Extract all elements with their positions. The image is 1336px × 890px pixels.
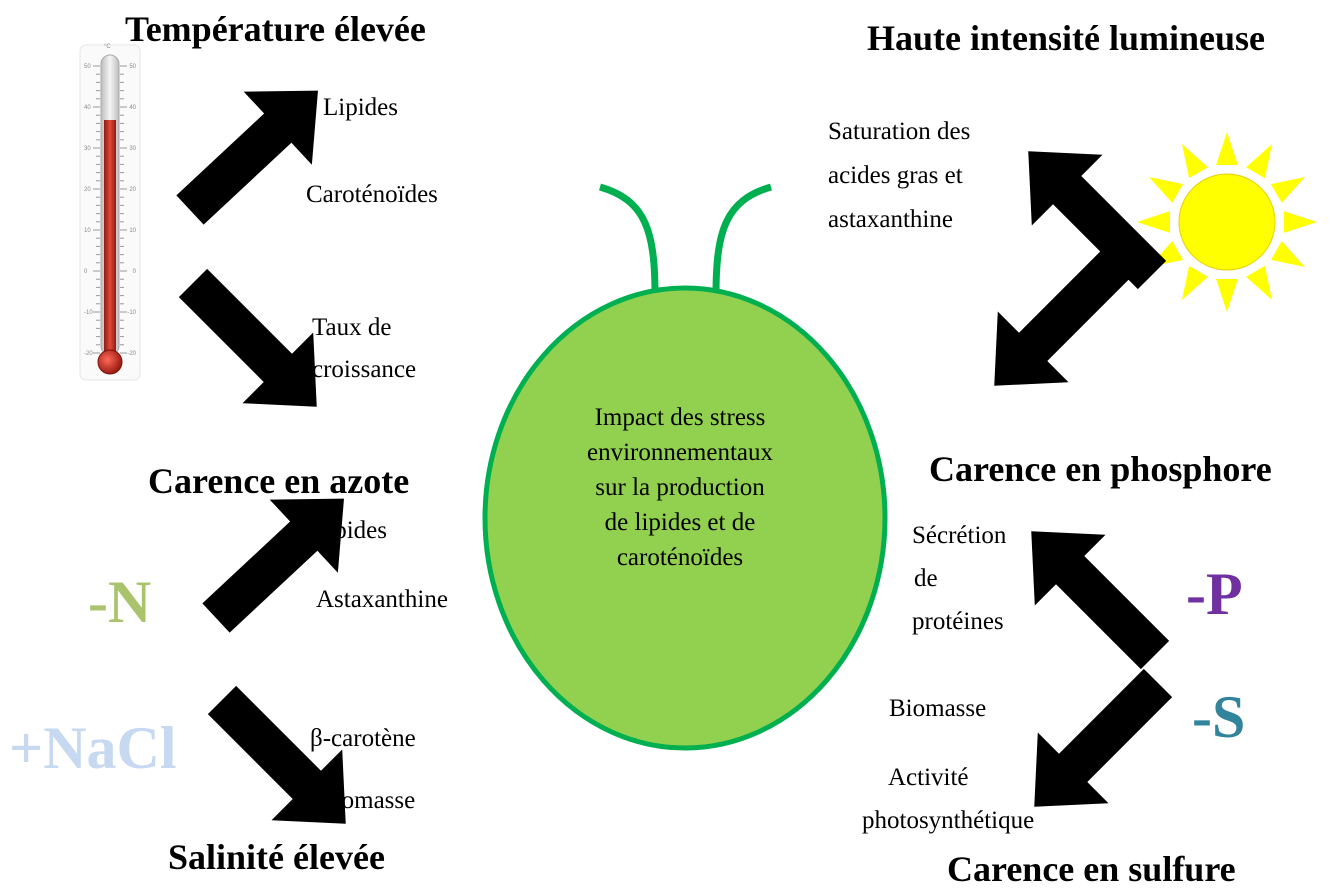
sulfur-title: Carence en sulfure	[947, 849, 1236, 889]
arrow-up-right-nitrogen	[202, 498, 344, 633]
nitrogen-title: Carence en azote	[148, 461, 410, 501]
center-line: caroténoïdes	[616, 544, 744, 571]
thermometer-tick-label: -20	[84, 351, 93, 357]
arrow-down-left-sulfur	[1034, 668, 1173, 807]
sulfur-down-line2: photosynthétique	[862, 807, 1035, 834]
thermometer-tick-label: 20	[129, 187, 136, 193]
temperature-down-line2: croissance	[312, 356, 417, 383]
flagellum-right	[712, 183, 773, 296]
nitrogen-up-astaxanthine: Astaxanthine	[316, 586, 448, 613]
arrow-up-left-phosphorus	[1031, 531, 1170, 670]
sun-disc	[1178, 173, 1276, 271]
phosphorus-title: Carence en phosphore	[929, 449, 1272, 489]
thermometer-tick-label: 30	[129, 146, 136, 152]
arrow-down-left-light	[994, 247, 1133, 386]
phosphorus-symbol: -P	[1186, 561, 1243, 627]
sulfur-down-biomasse: Biomasse	[889, 695, 987, 722]
thermometer-tick-label: 50	[84, 64, 91, 70]
phosphorus-up-line1: Sécrétion	[912, 522, 1007, 549]
sun-ray	[1270, 177, 1305, 203]
sun-ray	[1137, 211, 1171, 233]
thermometer-tick-label: 10	[84, 228, 91, 234]
light-up-line3: astaxanthine	[828, 206, 953, 233]
salinity-title: Salinité élevée	[168, 837, 385, 877]
phosphorus-up-line3: protéines	[912, 608, 1004, 635]
thermometer-tick-label: 50	[129, 64, 136, 70]
thermometer-unit: °C	[104, 44, 111, 50]
sun-icon	[1137, 132, 1317, 312]
salinity-down-betacarotene: β-carotène	[310, 725, 416, 752]
light-title: Haute intensité lumineuse	[867, 18, 1266, 58]
center-title: Impact des stress environnementaux sur l…	[540, 400, 820, 575]
center-line: Impact des stress	[594, 404, 766, 431]
center-line: de lipides et de	[604, 509, 756, 536]
sun-ray	[1216, 278, 1238, 312]
thermometer-tick-label: 30	[84, 146, 91, 152]
thermometer-tick-label: 10	[129, 228, 136, 234]
sun-ray	[1270, 241, 1305, 267]
temperature-up-lipides: Lipides	[323, 94, 398, 121]
thermometer-tick-label: -20	[127, 351, 136, 357]
arrow-up-right-temperature	[176, 90, 318, 225]
center-line: sur la production	[595, 474, 765, 501]
sun-ray	[1283, 211, 1317, 233]
phosphorus-up-line2: de	[914, 565, 938, 592]
nitrogen-up-lipides: Lipides	[312, 517, 387, 544]
temperature-up-carotenoides: Caroténoïdes	[306, 181, 438, 208]
center-line: environnementaux	[586, 439, 774, 466]
thermometer-icon: °C 50 50 40 40 30 30 20 20 10 10 0 0 -10 -10 -20 -20	[79, 44, 141, 381]
nitrogen-symbol: -N	[88, 569, 152, 635]
thermometer-tick-label: -10	[84, 310, 93, 316]
light-up-line1: Saturation des	[828, 118, 971, 145]
thermometer-bulb	[97, 349, 123, 375]
temperature-title: Température élevée	[125, 9, 426, 49]
thermometer-tick-label: 0	[84, 269, 88, 275]
sun-ray	[1246, 144, 1272, 179]
thermometer-tick-label: 40	[84, 105, 91, 111]
salinity-symbol: +NaCl	[9, 715, 177, 781]
sulfur-symbol: -S	[1192, 684, 1246, 750]
cell-body	[482, 285, 888, 751]
salinity-down-biomasse: Biomasse	[318, 787, 416, 814]
light-up-line2: acides gras et	[828, 162, 963, 189]
sulfur-down-line1: Activité	[888, 764, 969, 791]
thermometer-tick-label: -10	[127, 310, 136, 316]
cell-shape	[482, 183, 888, 751]
thermometer-tick-label: 0	[133, 269, 137, 275]
sun-ray	[1246, 265, 1272, 300]
arrow-up-left-light	[1028, 151, 1167, 290]
arrow-down-right-salinity	[207, 685, 346, 824]
sun-ray	[1149, 177, 1184, 203]
sun-ray	[1182, 265, 1208, 300]
sun-ray	[1182, 144, 1208, 179]
arrow-down-right-temperature	[178, 268, 317, 407]
sun-ray	[1216, 132, 1238, 166]
thermometer-tick-label: 20	[84, 187, 91, 193]
temperature-down-line1: Taux de	[312, 314, 392, 341]
flagellum-left	[598, 183, 659, 296]
thermometer-mercury	[104, 120, 116, 355]
thermometer-tick-label: 40	[129, 105, 136, 111]
